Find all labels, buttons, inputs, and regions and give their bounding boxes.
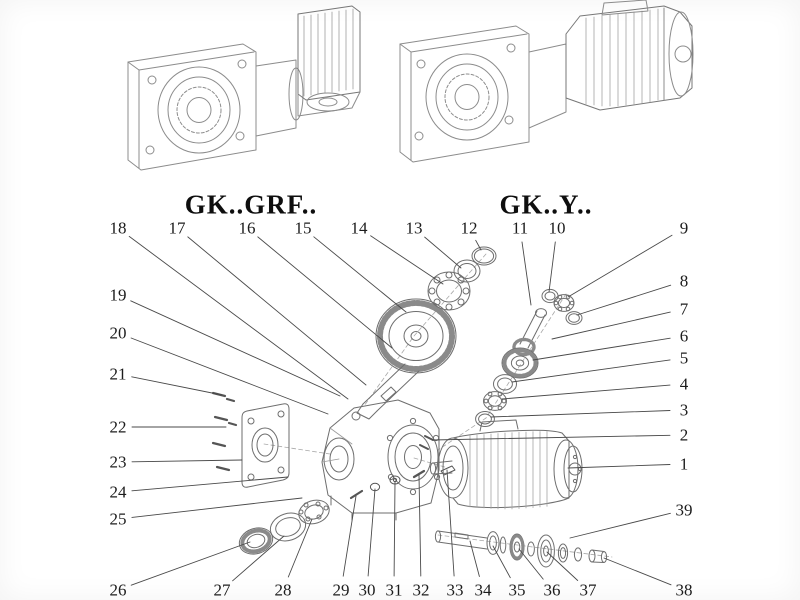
leader-line-1 — [567, 464, 671, 469]
leader-line-29 — [342, 495, 357, 577]
leader-line-13 — [424, 236, 462, 269]
leader-line-15 — [313, 236, 407, 313]
leader-line-10 — [548, 241, 556, 293]
motor-item-1 — [429, 419, 583, 510]
ring-item-10 — [541, 288, 559, 304]
seal-items-26-27-28 — [238, 499, 330, 555]
leader-line-35 — [492, 545, 511, 579]
leader-line-32 — [418, 474, 422, 577]
stud-items-2 — [419, 435, 434, 450]
leader-line-28 — [287, 518, 313, 578]
bearing-item-9 — [553, 294, 575, 312]
oring-item-12 — [471, 246, 497, 266]
leader-line-23 — [131, 459, 243, 463]
leader-lines — [128, 234, 673, 586]
variant-label-y: GK..Y.. — [499, 189, 593, 220]
bolt-items-21-22 — [211, 391, 238, 472]
leader-line-20 — [130, 337, 329, 415]
leader-line-17 — [187, 236, 367, 386]
leader-line-9 — [567, 234, 673, 298]
leader-line-38 — [603, 557, 672, 586]
leader-line-7 — [551, 311, 671, 340]
leader-line-4 — [501, 384, 671, 400]
gearbox-drawing-y — [399, 0, 694, 163]
gearbox-drawing-grf — [127, 5, 361, 171]
leader-line-11 — [521, 241, 532, 306]
bearing-item-14 — [427, 271, 471, 311]
input-gear-and-shaft — [356, 298, 457, 420]
leader-line-27 — [232, 535, 285, 582]
leader-line-2 — [431, 434, 671, 441]
ring-item-3 — [475, 411, 495, 427]
leader-line-36 — [518, 548, 544, 580]
leader-line-8 — [576, 284, 672, 316]
leader-line-16 — [257, 236, 393, 349]
leader-line-31 — [393, 481, 396, 577]
leader-line-30 — [367, 488, 376, 577]
leader-line-14 — [370, 235, 444, 285]
leader-line-12 — [475, 239, 482, 251]
leader-line-19 — [130, 300, 341, 397]
leader-line-37 — [546, 551, 579, 581]
gear-item-6 — [501, 347, 539, 379]
leader-line-26 — [130, 541, 251, 586]
exploded-view — [211, 246, 613, 568]
leader-line-3 — [490, 410, 671, 418]
ring-item-13 — [453, 259, 481, 283]
leader-line-18 — [128, 235, 349, 400]
ring-item-8 — [565, 311, 583, 325]
leader-line-25 — [131, 497, 303, 518]
gear-housing — [321, 399, 441, 521]
bearing-item-4 — [483, 391, 507, 411]
leader-line-33 — [446, 469, 455, 577]
output-shaft-assembly — [434, 530, 608, 568]
leader-line-34 — [469, 540, 480, 577]
washer-item-5 — [493, 374, 517, 394]
pinion-shaft-item-11 — [512, 308, 547, 357]
leader-line-6 — [532, 337, 671, 361]
leader-line-5 — [511, 359, 671, 383]
flange-plate-item-23 — [241, 403, 290, 488]
leader-line-21 — [131, 376, 223, 396]
leader-line-24 — [131, 476, 289, 492]
variant-label-grf: GK..GRF.. — [184, 189, 318, 220]
leader-line-39 — [569, 512, 671, 539]
